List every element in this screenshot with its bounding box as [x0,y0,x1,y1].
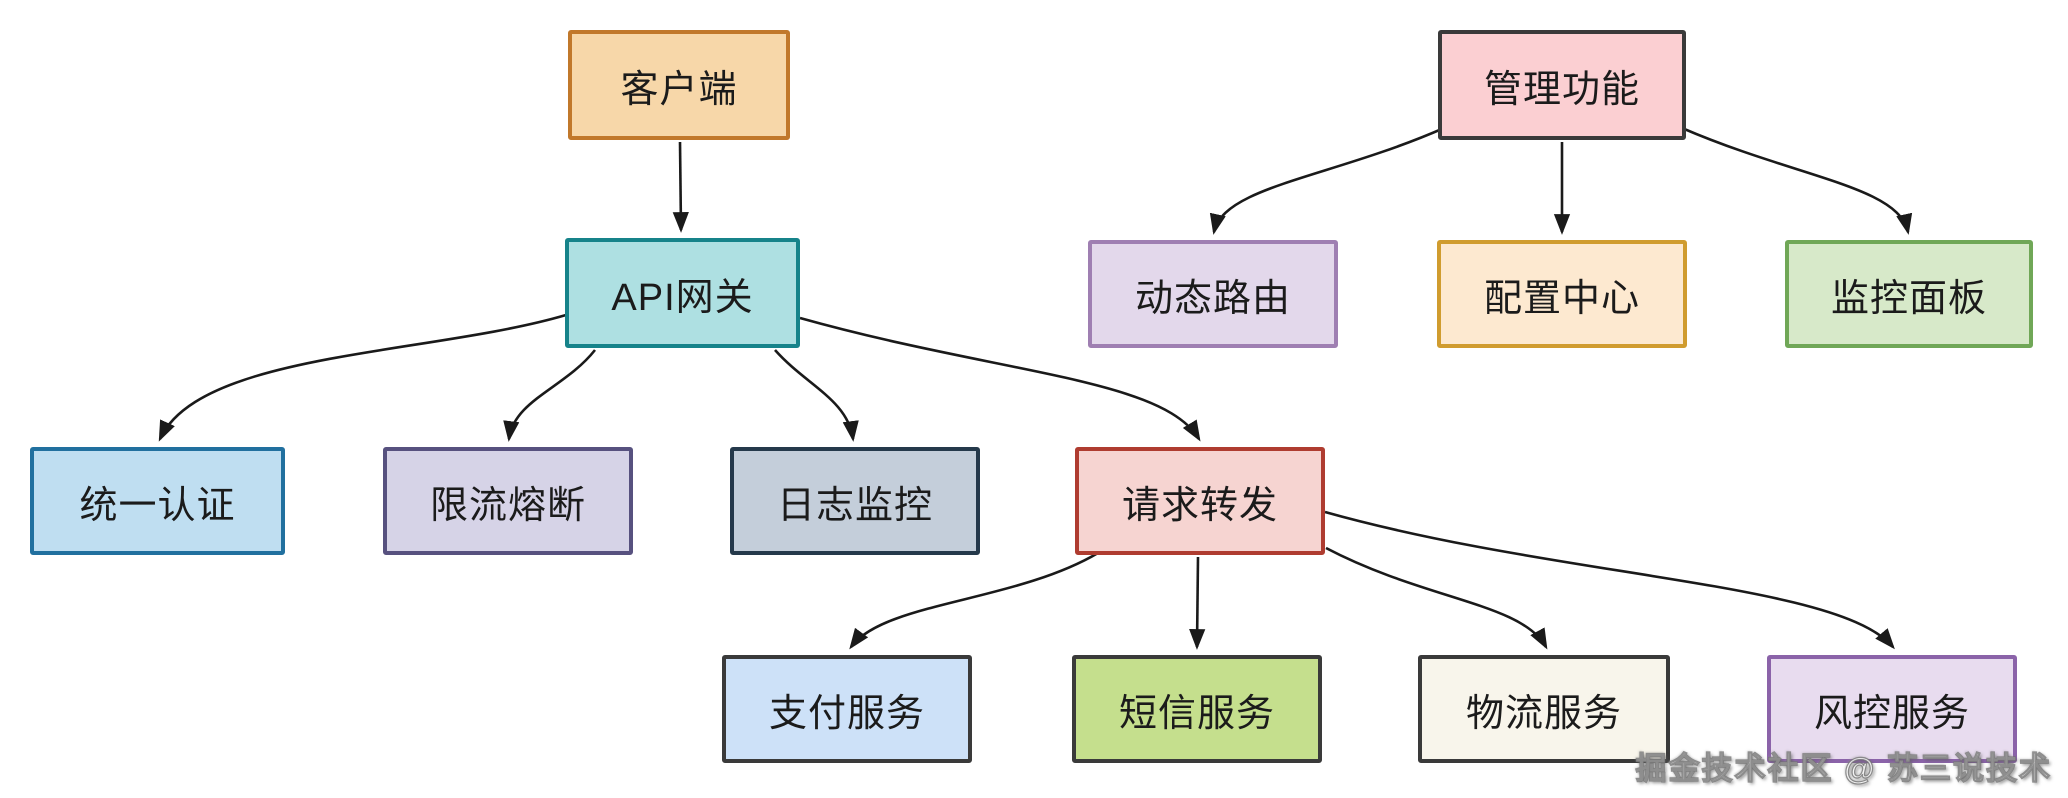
node-label: 管理功能 [1483,68,1640,111]
node-route: 动态路由 [1088,240,1338,348]
node-label: 客户端 [620,68,738,111]
edge-forward-pay [849,551,1099,650]
edge-admin-route [1209,126,1445,235]
node-gateway: API网关 [565,238,800,348]
node-panel: 监控面板 [1785,240,2033,348]
edge-client-gateway [672,141,689,233]
node-forward: 请求转发 [1075,447,1325,555]
node-label: API网关 [611,276,754,319]
edge-group [158,126,1913,650]
node-client: 客户端 [568,30,790,140]
edge-gateway-forward [799,316,1201,442]
edge-admin-panel [1681,126,1913,235]
edge-forward-logistics [1325,546,1548,650]
node-label: 监控面板 [1830,277,1987,320]
node-admin: 管理功能 [1438,30,1686,140]
edge-forward-sms [1189,556,1206,650]
node-risk: 风控服务 [1767,655,2017,763]
node-label: 动态路由 [1134,277,1291,320]
node-label: 请求转发 [1121,484,1278,527]
node-label: 限流熔断 [429,484,586,527]
node-config: 配置中心 [1437,240,1687,348]
edge-gateway-limit [503,349,597,442]
edge-forward-risk [1324,510,1895,650]
node-label: 物流服务 [1465,692,1622,735]
node-label: 支付服务 [768,692,925,735]
node-sms: 短信服务 [1072,655,1322,763]
node-label: 配置中心 [1483,277,1640,320]
node-auth: 统一认证 [30,447,285,555]
node-logistics: 物流服务 [1418,655,1670,763]
node-label: 统一认证 [79,484,236,527]
node-label: 风控服务 [1813,692,1970,735]
node-label: 短信服务 [1118,692,1275,735]
edge-gateway-auth [158,313,567,442]
node-log: 日志监控 [730,447,980,555]
node-label: 日志监控 [776,484,933,527]
node-pay: 支付服务 [722,655,972,763]
node-limit: 限流熔断 [383,447,633,555]
edge-gateway-log [774,349,859,442]
